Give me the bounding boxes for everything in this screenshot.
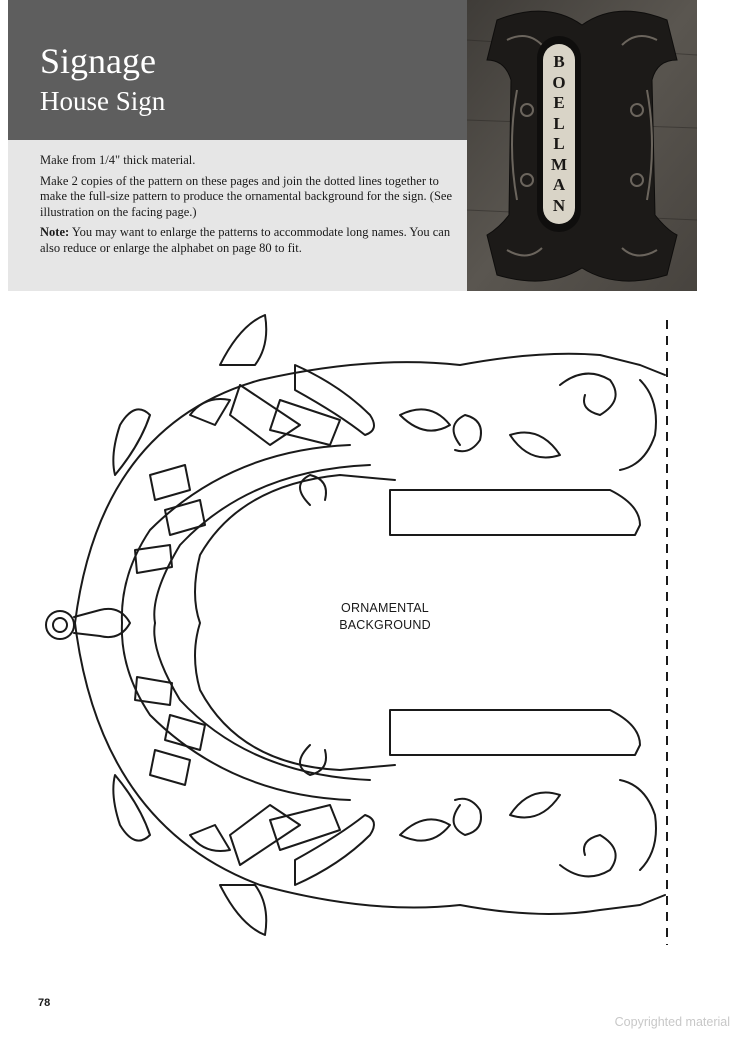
note-paragraph: Note: You may want to enlarge the patter… <box>40 225 456 256</box>
note-label: Note: <box>40 225 70 240</box>
sign-letter: L <box>553 134 565 153</box>
sign-letter: L <box>553 113 565 133</box>
page-title: Signage <box>40 41 156 81</box>
header-band <box>8 0 467 140</box>
instructions-text: Make from 1/4" thick material. Make 2 co… <box>40 153 456 262</box>
sign-letter: O <box>552 72 566 92</box>
ornamental-background-pattern <box>45 314 668 945</box>
material-instruction: Make from 1/4" thick material. <box>40 153 196 167</box>
pattern-label: ORNAMENTAL BACKGROUND <box>330 600 440 634</box>
pattern-label-line1: ORNAMENTAL <box>341 601 429 615</box>
sign-letter: E <box>553 93 565 112</box>
sign-letter: A <box>552 175 566 194</box>
instructions-box <box>8 140 467 291</box>
sign-name-letters: B O E L L M A N <box>543 52 575 216</box>
copyright-watermark: Copyrighted material <box>614 1015 730 1029</box>
sign-letter: M <box>550 154 568 174</box>
sign-letter: N <box>552 195 566 215</box>
note-text: You may want to enlarge the patterns to … <box>40 225 451 255</box>
pattern-label-line2: BACKGROUND <box>339 618 431 632</box>
finished-sign-photo: B O E L L M A N <box>467 0 697 291</box>
page-number: 78 <box>38 997 51 1009</box>
page-subtitle: House Sign <box>40 86 166 116</box>
sign-letter: B <box>553 52 565 71</box>
copies-instruction: Make 2 copies of the pattern on these pa… <box>40 173 453 219</box>
sign-photo-illustration <box>467 0 697 291</box>
